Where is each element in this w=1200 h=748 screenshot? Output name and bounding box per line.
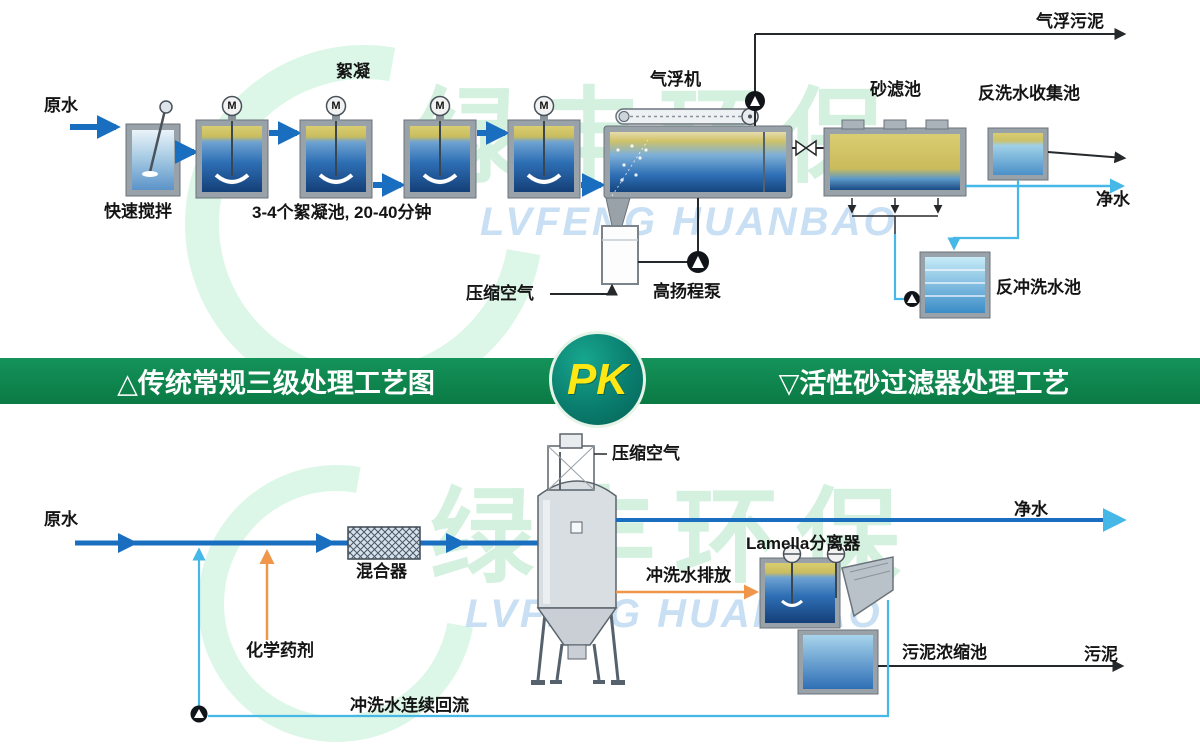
flush-return-line (190, 547, 890, 723)
label-flush-discharge: 冲洗水排放 (646, 566, 731, 585)
label-raw-water-top: 原水 (44, 96, 78, 115)
label-mixer: 混合器 (356, 562, 407, 581)
collection-outflow-line (1047, 151, 1127, 164)
label-clean-water-bottom: 净水 (1014, 500, 1048, 519)
pk-badge: PK (549, 331, 646, 428)
air-flotation-unit (603, 107, 793, 199)
compressed-air-line-top (550, 283, 618, 296)
backwash-collection-tank (987, 127, 1049, 181)
lamella-separator-graphic (759, 544, 894, 629)
mixer-graphic (347, 526, 421, 560)
label-flush-return: 冲洗水连续回流 (350, 696, 469, 715)
backwash-supply-line (893, 234, 920, 307)
label-compressed-air-top: 压缩空气 (466, 284, 534, 303)
banner-right-title: ▽活性砂过滤器处理工艺 (778, 368, 1070, 399)
flotation-sludge-line (745, 28, 1127, 126)
vs-banner: △传统常规三级处理工艺图 ▽活性砂过滤器处理工艺 PK (0, 331, 1200, 428)
label-sludge: 污泥 (1084, 645, 1118, 664)
dissolved-air-vessel (601, 197, 639, 285)
valve-icon (792, 139, 824, 157)
backwash-water-tank (919, 251, 991, 319)
motor-m-label-4: M (539, 100, 549, 112)
rapid-mix-tank (125, 100, 181, 197)
label-sand-filter: 砂滤池 (870, 80, 921, 99)
collection-to-backwash-line (947, 180, 1020, 251)
pk-text: PK (566, 354, 629, 404)
label-rapid-mix: 快速搅拌 (104, 202, 172, 221)
label-sludge-thickener: 污泥浓缩池 (902, 643, 987, 662)
sand-filter-tank (823, 119, 967, 197)
lamella-hopper (841, 556, 894, 618)
label-chemicals: 化学药剂 (246, 641, 314, 660)
flow-arrows-flocculation (174, 121, 606, 197)
sand-filter-vessel (531, 433, 625, 685)
motor-m-label-2: M (331, 100, 341, 112)
label-lamella: Lamella分离器 (746, 534, 861, 553)
high-lift-pump-icon (638, 198, 709, 273)
watermark-en-top: LVFENG HUANBAO (480, 200, 898, 244)
label-backwash-collect: 反洗水收集池 (978, 84, 1080, 103)
label-backwash-tank: 反冲洗水池 (996, 278, 1081, 297)
banner-left-title: △传统常规三级处理工艺图 (117, 368, 435, 399)
label-clean-water-top: 净水 (1096, 190, 1130, 209)
label-raw-water-bottom: 原水 (44, 510, 78, 529)
label-flocculation: 絮凝 (336, 62, 370, 81)
label-compressed-air-bottom: 压缩空气 (612, 444, 680, 463)
sludge-thickener-tank (797, 629, 879, 695)
label-floc-note: 3-4个絮凝池, 20-40分钟 (252, 203, 432, 222)
label-flotation-sludge: 气浮污泥 (1036, 12, 1104, 31)
motor-m-label-3: M (435, 100, 445, 112)
motor-m-label-1: M (227, 100, 237, 112)
underdrain-arrows (847, 198, 943, 234)
label-flotation: 气浮机 (650, 70, 701, 89)
label-high-lift-pump: 高扬程泵 (653, 282, 721, 301)
